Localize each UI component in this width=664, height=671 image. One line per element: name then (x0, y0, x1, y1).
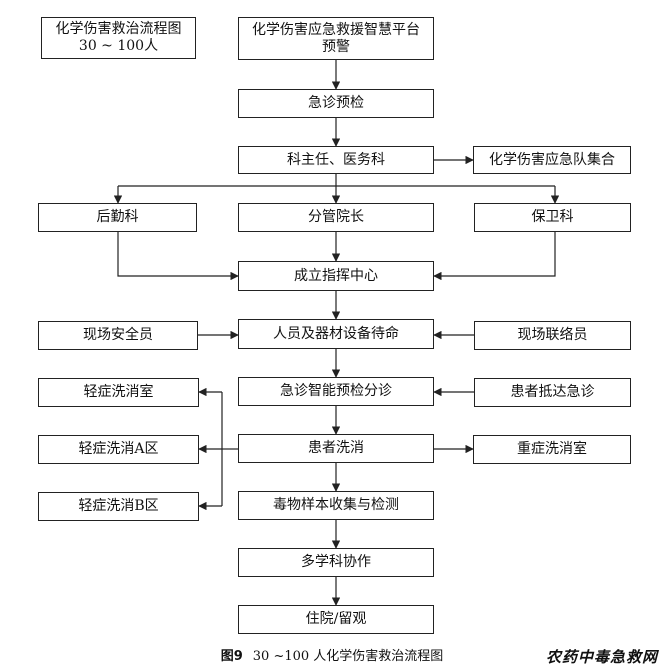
node-logistics: 后勤科 (38, 203, 197, 232)
node-mdt-label: 多学科协作 (301, 554, 371, 570)
node-standby: 人员及器材设备待命 (238, 319, 434, 349)
node-command: 成立指挥中心 (238, 261, 434, 291)
node-warning: 化学伤害应急救援智慧平台 预警 (238, 17, 434, 60)
node-arrive: 患者抵达急诊 (474, 378, 631, 407)
node-sample: 毒物样本收集与检测 (238, 491, 434, 520)
figure-label: 图9 (220, 649, 243, 664)
node-security: 保卫科 (474, 203, 631, 232)
node-mdt: 多学科协作 (238, 548, 434, 577)
node-command-label: 成立指挥中心 (294, 267, 378, 284)
node-logistics-label: 后勤科 (96, 209, 139, 225)
node-dean-label: 分管院长 (308, 209, 364, 225)
node-liaison-label: 现场联络员 (517, 327, 588, 343)
title-box: 化学伤害救治流程图 30 ~ 100人 (41, 17, 196, 59)
node-light-room: 轻症洗消室 (38, 378, 199, 407)
node-admit: 住院/留观 (238, 605, 434, 634)
node-smart-label: 急诊智能预检分诊 (280, 383, 392, 399)
node-light-a-label: 轻症洗消A区 (78, 441, 159, 457)
node-dept: 科主任、医务科 (238, 146, 434, 174)
node-sample-label: 毒物样本收集与检测 (273, 497, 399, 513)
node-security-label: 保卫科 (531, 209, 574, 225)
node-liaison: 现场联络员 (474, 321, 631, 350)
node-severe-label: 重症洗消室 (517, 441, 587, 457)
node-light-a: 轻症洗消A区 (38, 435, 199, 464)
node-team: 化学伤害应急队集合 (473, 146, 631, 174)
node-severe: 重症洗消室 (473, 435, 631, 464)
figure-caption-text: 30 ~100 人化学伤害救治流程图 (252, 649, 444, 664)
node-warning-line1: 化学伤害应急救援智慧平台 (252, 21, 420, 38)
title-line1: 化学伤害救治流程图 (55, 21, 182, 37)
node-safety: 现场安全员 (38, 321, 198, 350)
node-light-b-label: 轻症洗消B区 (78, 498, 159, 514)
node-light-b: 轻症洗消B区 (38, 492, 199, 521)
node-admit-label: 住院/留观 (305, 611, 367, 627)
node-wash-label: 患者洗消 (308, 440, 364, 456)
node-dept-label: 科主任、医务科 (287, 151, 385, 168)
node-light-room-label: 轻症洗消室 (83, 384, 154, 400)
node-safety-label: 现场安全员 (83, 327, 153, 343)
node-smart: 急诊智能预检分诊 (238, 377, 434, 406)
node-team-label: 化学伤害应急队集合 (489, 151, 615, 168)
node-wash: 患者洗消 (238, 434, 434, 463)
node-dean: 分管院长 (238, 203, 434, 232)
node-standby-label: 人员及器材设备待命 (273, 325, 399, 342)
arrow-security-command (433, 232, 556, 281)
title-line2: 30 ~ 100人 (78, 38, 159, 54)
node-triage-label: 急诊预检 (308, 95, 364, 111)
node-warning-line2: 预警 (322, 38, 350, 55)
watermark: 农药中毒急救网 (545, 648, 658, 666)
node-arrive-label: 患者抵达急诊 (510, 384, 595, 400)
figure-caption: 图9 30 ~100 人化学伤害救治流程图 (0, 645, 664, 664)
node-triage: 急诊预检 (238, 89, 434, 118)
arrow-logistics-command (117, 232, 239, 281)
